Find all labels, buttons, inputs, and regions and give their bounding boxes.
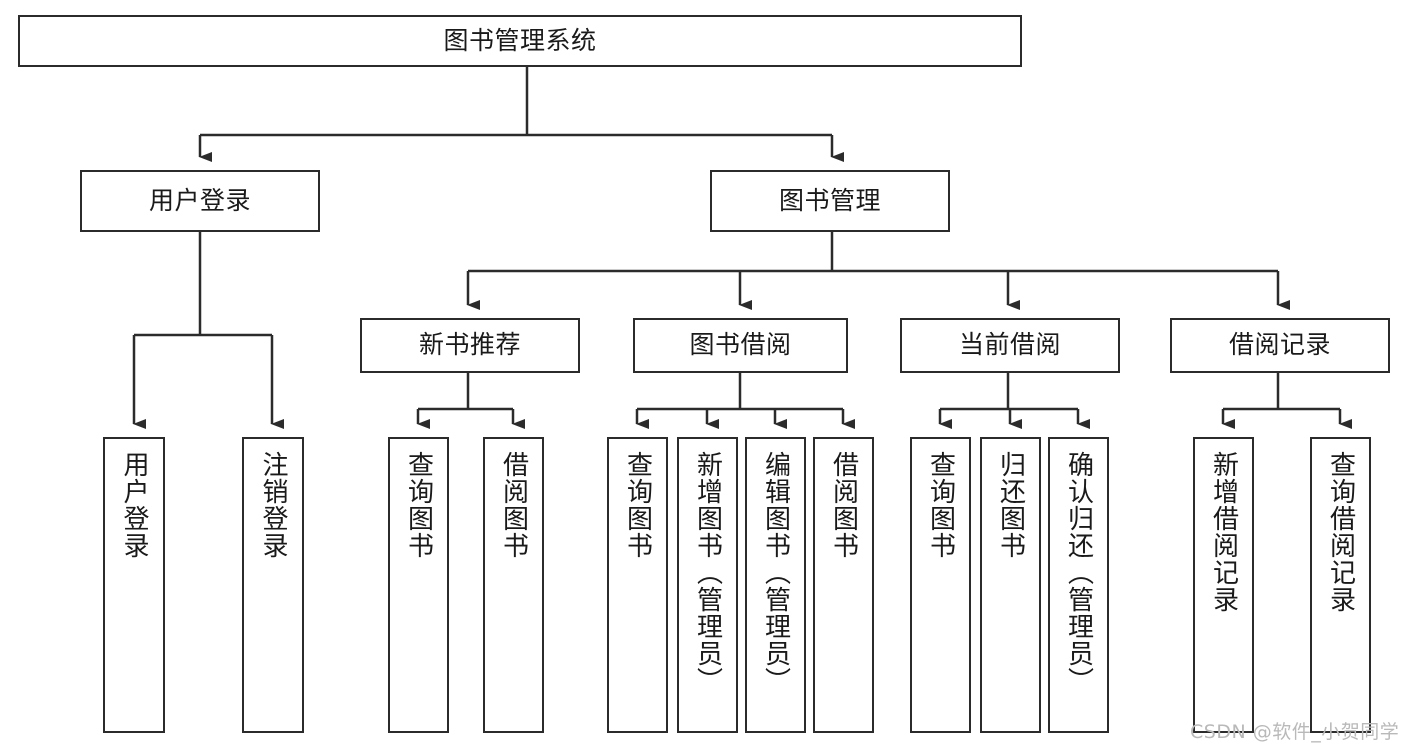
node-label: 查询借阅记录 [1325, 451, 1356, 613]
node-leaf-query-book-cur[interactable]: 查询图书 [910, 437, 971, 733]
node-label: 当前借阅 [958, 330, 1061, 360]
node-label: 用户登录 [119, 451, 150, 559]
node-label: 查询图书 [403, 451, 434, 559]
node-label: 图书管理 [778, 185, 881, 215]
node-label: 查询图书 [925, 451, 956, 559]
node-leaf-query-book-borrow[interactable]: 查询图书 [607, 437, 668, 733]
node-book-borrow[interactable]: 图书借阅 [633, 318, 848, 373]
node-root[interactable]: 图书管理系统 [18, 15, 1022, 67]
node-leaf-return-book[interactable]: 归还图书 [980, 437, 1041, 733]
node-label: 借阅图书 [828, 451, 859, 559]
node-leaf-user-login[interactable]: 用户登录 [103, 437, 165, 733]
node-label: 图书管理系统 [443, 25, 597, 55]
node-book-manage[interactable]: 图书管理 [710, 170, 950, 232]
node-user-login[interactable]: 用户登录 [80, 170, 320, 232]
node-leaf-edit-book[interactable]: 编辑图书（管理员） [745, 437, 806, 733]
node-leaf-borrow-book[interactable]: 借阅图书 [813, 437, 874, 733]
node-label: 确认归还（管理员） [1063, 451, 1094, 694]
node-label: 新书推荐 [418, 330, 521, 360]
node-leaf-add-record[interactable]: 新增借阅记录 [1193, 437, 1254, 733]
node-label: 新增借阅记录 [1208, 451, 1239, 613]
node-label: 用户登录 [148, 185, 251, 215]
node-label: 借阅记录 [1228, 330, 1331, 360]
node-new-book-recommend[interactable]: 新书推荐 [360, 318, 580, 373]
node-label: 查询图书 [622, 451, 653, 559]
watermark-text: CSDN @软件_小贺同学 [1190, 721, 1400, 743]
node-label: 图书借阅 [689, 330, 792, 360]
node-label: 借阅图书 [498, 451, 529, 559]
node-label: 归还图书 [995, 451, 1026, 559]
node-leaf-add-book[interactable]: 新增图书（管理员） [677, 437, 738, 733]
node-leaf-confirm-return[interactable]: 确认归还（管理员） [1048, 437, 1109, 733]
node-label: 编辑图书（管理员） [760, 451, 791, 694]
node-leaf-user-logout[interactable]: 注销登录 [242, 437, 304, 733]
node-current-borrow[interactable]: 当前借阅 [900, 318, 1120, 373]
node-label: 注销登录 [258, 451, 289, 559]
node-label: 新增图书（管理员） [692, 451, 723, 694]
node-leaf-query-book-rec[interactable]: 查询图书 [388, 437, 449, 733]
node-borrow-record[interactable]: 借阅记录 [1170, 318, 1390, 373]
node-leaf-borrow-book-rec[interactable]: 借阅图书 [483, 437, 544, 733]
node-leaf-query-record[interactable]: 查询借阅记录 [1310, 437, 1371, 733]
